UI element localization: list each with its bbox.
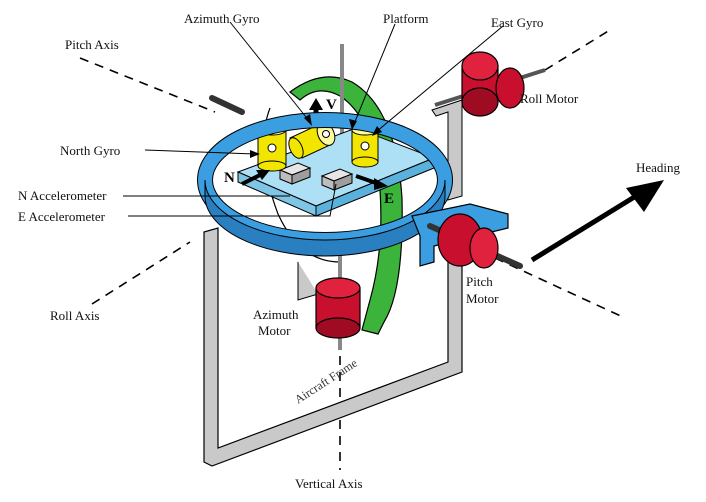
pitch-motor-label-2: Motor — [466, 291, 499, 306]
pitch-axis-line-right — [494, 257, 626, 319]
direction-e-label: E — [384, 191, 394, 207]
pitch-motor — [437, 213, 499, 269]
roll-axis-line — [91, 241, 191, 305]
n-accelerometer — [278, 162, 312, 185]
roll-motor-label: Roll Motor — [520, 91, 579, 106]
roll-shaft-left — [209, 95, 245, 115]
roll-axis-line-right — [544, 29, 611, 71]
leader-lines — [123, 21, 504, 217]
roll-motor — [461, 51, 525, 117]
direction-arrows: N E V — [224, 97, 394, 207]
pitch-axis-label: Pitch Axis — [65, 37, 119, 52]
heading-arrow — [530, 180, 664, 263]
azimuth-gyro-label: Azimuth Gyro — [184, 11, 259, 26]
azimuth-motor — [315, 277, 361, 339]
direction-n-label: N — [224, 170, 235, 186]
north-gyro-label: North Gyro — [60, 143, 120, 158]
heading-label: Heading — [636, 160, 681, 175]
blue-ring — [197, 112, 509, 267]
vertical-axis-label: Vertical Axis — [295, 476, 363, 491]
azimuth-motor-label-1: Azimuth — [253, 307, 299, 322]
azimuth-motor-label-2: Motor — [258, 323, 291, 338]
e-accelerometer-label: E Accelerometer — [18, 209, 106, 224]
labels: Azimuth Gyro Platform East Gyro Pitch Ax… — [18, 11, 681, 491]
e-accelerometer — [320, 168, 354, 191]
roll-axis-label: Roll Axis — [50, 308, 100, 323]
direction-v-label: V — [326, 97, 337, 113]
platform — [236, 127, 436, 217]
pitch-motor-label-1: Pitch — [466, 274, 493, 289]
east-gyro-label: East Gyro — [491, 15, 543, 30]
n-accelerometer-label: N Accelerometer — [18, 188, 107, 203]
pitch-axis-line — [79, 57, 216, 113]
platform-label: Platform — [383, 11, 429, 26]
azimuth-gyro — [288, 122, 336, 159]
